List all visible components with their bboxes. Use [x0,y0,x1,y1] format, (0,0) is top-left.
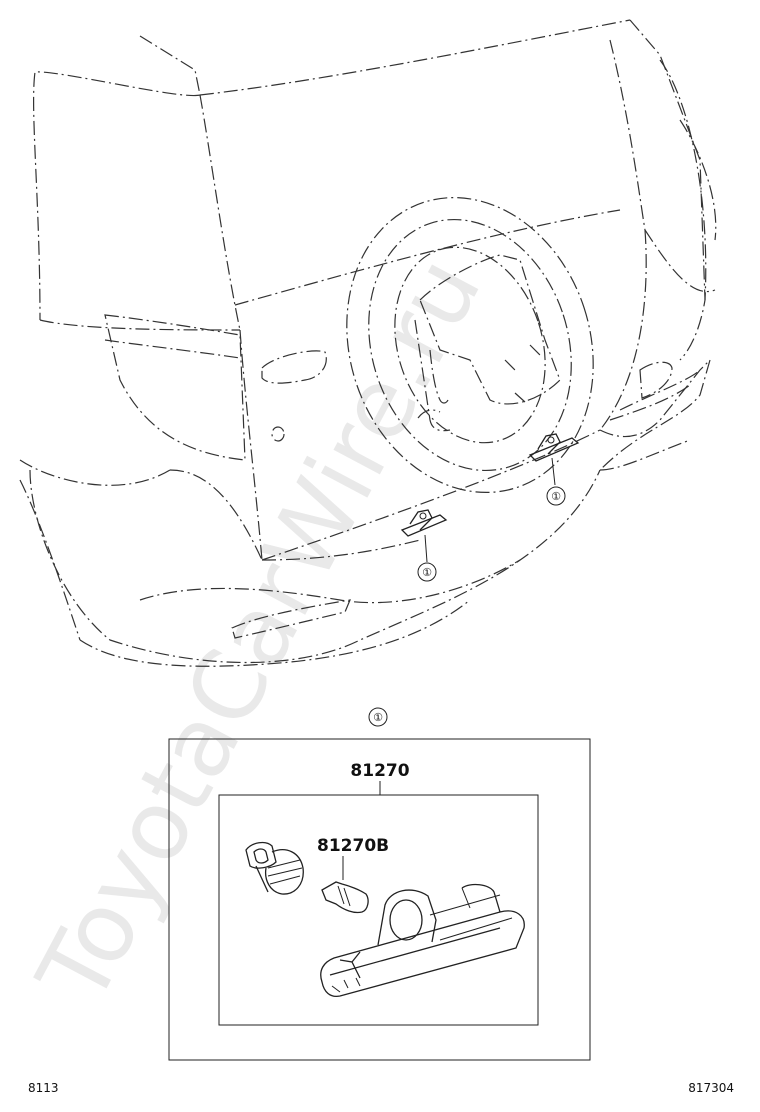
footer-left-code: 8113 [28,1081,59,1095]
callout-ref-bumper-right: ① [546,486,566,506]
detail-outer-frame [168,738,591,1061]
callout-ref-bumper-left: ① [417,562,437,582]
footer-right-code: 817304 [688,1081,734,1095]
bulb-icon [321,881,369,914]
watermark: ToyotaCarWire.ru [16,240,503,1022]
spare-tire-carrier [346,197,594,493]
assembly-frame [218,794,539,1026]
part-number-assembly: 81270 [350,761,409,781]
part-number-bulb: 81270B [317,836,389,856]
svg-text:①: ① [373,711,383,724]
vehicle-rear-outline [19,19,717,667]
lamp-housing-icon [320,883,525,998]
license-lamp-location-right [528,433,580,486]
license-lamp-location-left [400,509,448,563]
svg-text:①: ① [422,566,432,579]
callout-ref-detail: ① [368,707,388,727]
svg-text:①: ① [551,490,561,503]
socket-icon [245,841,304,895]
